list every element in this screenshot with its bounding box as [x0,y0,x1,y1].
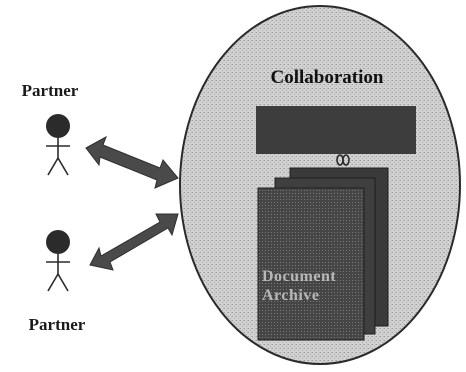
document-stack [257,167,389,341]
workspace-bar [256,106,416,154]
person-icon [46,230,70,292]
person-icon [46,114,70,176]
document-page-front [257,187,365,341]
double-arrow-icon [89,213,179,271]
partner-label-top: Partner [22,81,79,100]
document-stack-line-2: Archive [262,287,319,304]
partner-label-bottom: Partner [29,315,86,334]
collaboration-title: Collaboration [271,67,384,88]
document-stack-line-1: Document [262,268,336,285]
double-arrow-icon [85,135,179,189]
link-connector-icon [336,154,350,166]
